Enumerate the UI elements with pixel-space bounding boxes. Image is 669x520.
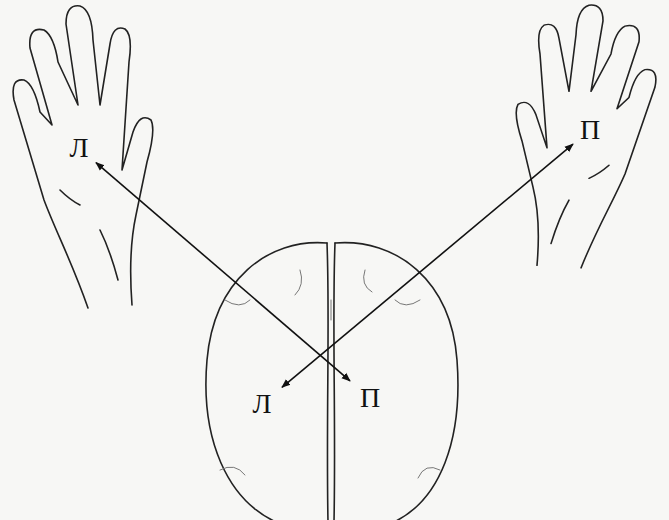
right-hemisphere [335, 243, 458, 520]
right-hand-detail [551, 165, 609, 243]
letter-label: П [580, 116, 600, 144]
letter-label: П [360, 384, 380, 412]
left-hemisphere-midline [327, 243, 328, 520]
left-hemisphere [206, 243, 327, 520]
left-hand-detail [60, 190, 118, 280]
arrow-line [96, 163, 350, 381]
right-hand [516, 5, 656, 268]
brain-gyri [220, 270, 440, 478]
right-hemisphere-midline [334, 243, 335, 520]
arrow-line [282, 144, 573, 387]
letter-label: Л [253, 390, 272, 418]
left-hand [13, 6, 153, 308]
letter-label: Л [70, 134, 89, 162]
hand-label: Л [62, 119, 96, 177]
hand-label: П [573, 103, 607, 157]
hemisphere-label: Л [242, 378, 282, 430]
hemisphere-label: П [350, 372, 390, 424]
